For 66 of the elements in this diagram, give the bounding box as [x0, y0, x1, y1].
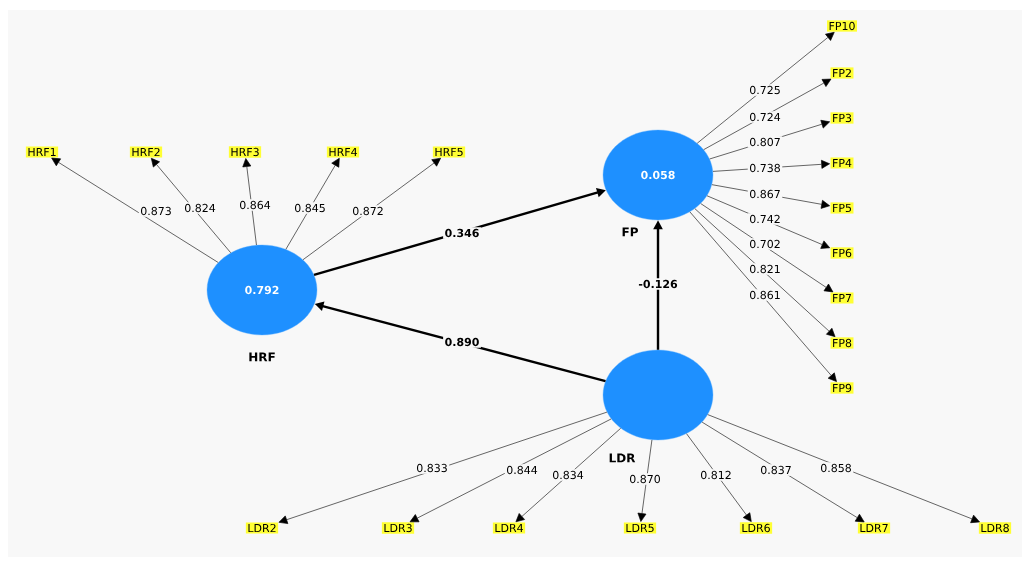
- edge-label: 0.858: [818, 462, 854, 474]
- indicator-label: LDR4: [492, 522, 526, 534]
- arrow: [700, 203, 834, 293]
- edge-label: 0.890: [443, 336, 481, 348]
- edge-label: 0.864: [237, 199, 273, 211]
- edge-label: 0.872: [350, 205, 386, 217]
- arrow: [278, 411, 608, 524]
- indicator-label: HRF1: [25, 146, 59, 158]
- arrow: [689, 211, 837, 382]
- edge-label: 0.870: [627, 473, 663, 485]
- indicator-label: FP5: [830, 202, 854, 214]
- edge-label: 0.724: [747, 111, 783, 123]
- construct-label: FP: [622, 227, 638, 237]
- indicator-label: FP8: [830, 337, 854, 349]
- arrow: [151, 158, 231, 254]
- indicator-label: FP6: [830, 247, 854, 259]
- arrow: [703, 78, 832, 150]
- edge-label: 0.873: [138, 205, 174, 217]
- indicator-label: FP9: [830, 382, 854, 394]
- edge-label: 0.738: [747, 162, 783, 174]
- arrow: [694, 208, 836, 337]
- edge-label: -0.126: [636, 278, 680, 290]
- arrow: [696, 31, 835, 144]
- edge-label: 0.346: [443, 227, 481, 239]
- edge-label: 0.702: [747, 238, 783, 250]
- arrow: [637, 439, 653, 522]
- construct-label: LDR: [609, 453, 636, 463]
- indicator-label: LDR6: [739, 522, 773, 534]
- arrow: [51, 157, 219, 263]
- edge-label: 0.742: [747, 213, 783, 225]
- edge-label: 0.834: [550, 469, 586, 481]
- indicator-label: LDR7: [857, 522, 891, 534]
- indicator-label: FP3: [830, 112, 854, 124]
- edge-label: 0.821: [747, 263, 783, 275]
- indicator-label: HRF3: [228, 146, 262, 158]
- arrow: [285, 158, 340, 250]
- edge-label: 0.837: [758, 464, 794, 476]
- indicator-label: HRF2: [129, 146, 163, 158]
- arrow: [515, 428, 621, 523]
- edge-label: 0.867: [747, 188, 783, 200]
- indicator-label: FP4: [830, 157, 854, 169]
- arrow: [409, 418, 612, 523]
- edge-label: 0.807: [747, 136, 783, 148]
- indicator-label: HRF5: [432, 146, 466, 158]
- construct-label: HRF: [249, 352, 275, 362]
- indicator-label: LDR2: [245, 522, 279, 534]
- arrow: [242, 158, 257, 246]
- indicator-label: FP7: [830, 292, 854, 304]
- edge-label: 0.833: [414, 462, 450, 474]
- edge-label: 0.861: [747, 289, 783, 301]
- arrow: [302, 157, 441, 261]
- edge-label: 0.845: [292, 202, 328, 214]
- arrow: [706, 195, 830, 249]
- edge-label: 0.824: [182, 202, 218, 214]
- arrow: [701, 421, 865, 523]
- indicator-label: LDR3: [381, 522, 415, 534]
- edge-label: 0.812: [698, 469, 734, 481]
- indicator-label: HRF4: [326, 146, 360, 158]
- edge-label: 0.725: [747, 84, 783, 96]
- arrow: [707, 414, 980, 524]
- arrow: [686, 433, 752, 522]
- indicator-label: LDR8: [978, 522, 1012, 534]
- indicator-label: FP10: [827, 20, 857, 32]
- indicator-label: FP2: [830, 67, 854, 79]
- indicator-label: LDR5: [623, 522, 657, 534]
- edge-label: 0.844: [504, 464, 540, 476]
